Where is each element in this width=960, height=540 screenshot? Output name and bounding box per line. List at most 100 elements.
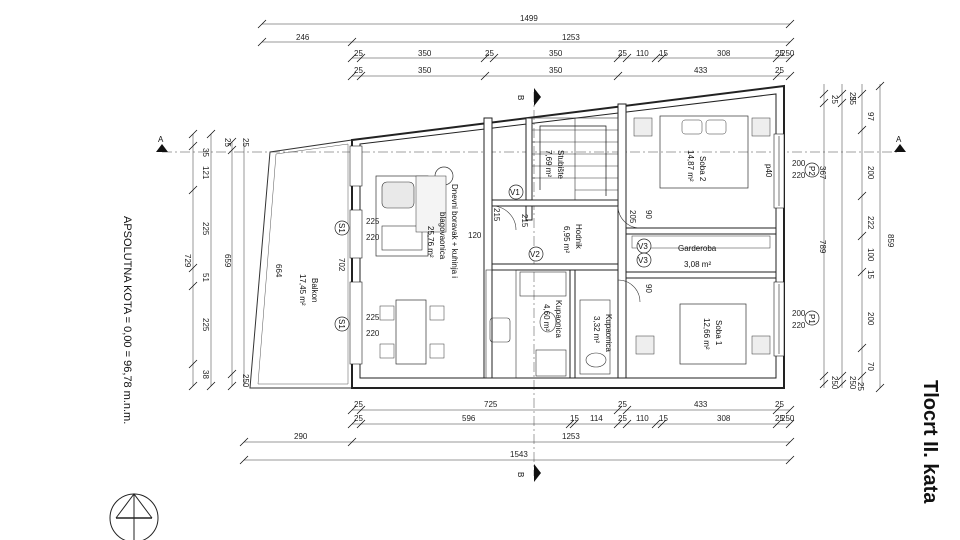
room-balkon-area: 17,45 m² (298, 274, 307, 306)
tag-v3: V3 (638, 242, 648, 251)
right-dim: 25 (848, 92, 857, 101)
top-dimensions: 1499 246 1253 25 350 25 350 25 110 15 30… (257, 14, 795, 81)
top-dim: 1253 (562, 33, 580, 42)
right-dimensions: 25 367 789 250 25 97 200 222 100 15 200 … (818, 81, 895, 393)
bottom-dim: 308 (717, 414, 731, 423)
room-stubiste-name: Stubište (556, 150, 565, 179)
opening-dim: 215 (520, 214, 529, 228)
right-dim: 25 (856, 382, 865, 391)
room-soba1-name: Soba 1 (714, 320, 723, 346)
left-dim: 702 (337, 258, 346, 272)
top-dim: 15 (659, 49, 668, 58)
opening-dim: 220 (366, 329, 380, 338)
left-dim: 250 (241, 374, 250, 388)
room-labels: Dnevni boravak + kuhinja i blagovaonica … (298, 150, 723, 352)
opening-dim: 220 (792, 171, 806, 180)
bottom-dim: 114 (590, 414, 603, 423)
room-soba2-area: 14,87 m² (686, 150, 695, 182)
top-dim: 110 (636, 49, 649, 58)
top-dim: 25 (485, 49, 494, 58)
top-dim: 25 (618, 49, 627, 58)
tag-p40: p40 (764, 164, 773, 178)
bottom-dim: 25 (775, 414, 784, 423)
room-kupaonica-a-name: Kupaonica (554, 300, 563, 338)
opening-dim: 90 (644, 284, 653, 293)
furniture (375, 115, 771, 379)
room-stubiste-area: 7,69 m² (544, 150, 553, 177)
opening-dim: 120 (468, 231, 482, 240)
tag-s1: S1 (337, 319, 346, 329)
north-arrow-icon (109, 493, 159, 540)
top-dim: 25 (775, 49, 784, 58)
tag-v3: V3 (638, 256, 648, 265)
left-dim: 51 (201, 273, 210, 282)
bottom-dim: 725 (484, 400, 498, 409)
interior-dims: 225 220 225 220 200 220 200 220 120 215 … (366, 159, 806, 338)
left-dim: 25 (223, 138, 232, 147)
right-dim: 100 (866, 248, 875, 262)
right-dim: 15 (866, 270, 875, 279)
bottom-dim: 433 (694, 400, 708, 409)
bottom-dim: 25 (775, 400, 784, 409)
tag-p1: P1 (807, 314, 816, 324)
bottom-dim: 25 (354, 400, 363, 409)
bottom-dimensions: 25 725 25 433 25 25 596 15 114 25 110 15… (239, 400, 795, 465)
right-dim: 25 (830, 95, 839, 104)
section-b-top-label: B (516, 95, 525, 100)
right-dim: 200 (866, 166, 875, 180)
top-dim: 246 (296, 33, 310, 42)
room-soba2-name: Soba 2 (698, 156, 707, 182)
tag-p2: P2 (807, 166, 816, 176)
top-dim: 25 (354, 49, 363, 58)
tag-s1: S1 (337, 223, 346, 233)
left-dim: 38 (201, 370, 210, 379)
left-dim: 25 (241, 138, 250, 147)
room-living-area: 25,76 m² (426, 226, 435, 258)
right-dim: 789 (818, 240, 827, 254)
right-dim: 97 (866, 112, 875, 121)
room-balkon-name: Balkon (310, 278, 319, 302)
left-dim: 225 (201, 318, 210, 332)
bottom-dim: 290 (294, 432, 308, 441)
opening-dim: 200 (792, 309, 806, 318)
bottom-dim-total: 1543 (510, 450, 528, 459)
bottom-dim: 15 (570, 414, 579, 423)
bottom-dim: 25 (618, 400, 627, 409)
left-dim: 225 (201, 222, 210, 236)
bottom-dim: 1253 (562, 432, 580, 441)
bottom-dim: 250 (781, 414, 795, 423)
opening-dim: 200 (792, 159, 806, 168)
top-dim: 308 (717, 49, 731, 58)
walls (249, 84, 785, 389)
right-dim: 250 (830, 376, 839, 390)
top-dim: 350 (549, 49, 563, 58)
top-dim: 350 (418, 49, 432, 58)
top-dim: 25 (775, 66, 784, 75)
left-dimensions: 35 121 225 51 225 38 729 25 25 659 250 6… (183, 129, 346, 391)
section-b-bottom-label: B (516, 472, 525, 477)
room-kupaonica-b-area: 3,32 m² (592, 316, 601, 343)
bottom-dim: 596 (462, 414, 476, 423)
opening-dim: 215 (492, 208, 501, 222)
room-soba1-area: 12,66 m² (702, 318, 711, 350)
right-dim: 222 (866, 216, 875, 230)
room-hodnik-name: Hodnik (574, 224, 583, 250)
top-dim-total: 1499 (520, 14, 538, 23)
drawing-title: Tlocrt II. kata (919, 380, 941, 504)
room-kupaonica-a-area: 4,60 m² (542, 304, 551, 331)
opening-dim: 225 (366, 313, 380, 322)
tag-v2: V2 (530, 250, 540, 259)
section-a-right-label: A (896, 135, 902, 144)
tag-v1: V1 (510, 188, 520, 197)
left-dim: 729 (183, 254, 192, 268)
room-living-name: blagovaonica (438, 212, 447, 260)
room-hodnik-area: 6,95 m² (562, 226, 571, 253)
top-dim: 250 (781, 49, 795, 58)
opening-dim: 220 (792, 321, 806, 330)
top-dim: 25 (354, 66, 363, 75)
opening-dim: 225 (366, 217, 380, 226)
right-dim: 367 (818, 166, 827, 180)
right-dim: 35 (848, 96, 857, 105)
top-dim: 350 (418, 66, 432, 75)
right-dim: 859 (886, 234, 895, 248)
